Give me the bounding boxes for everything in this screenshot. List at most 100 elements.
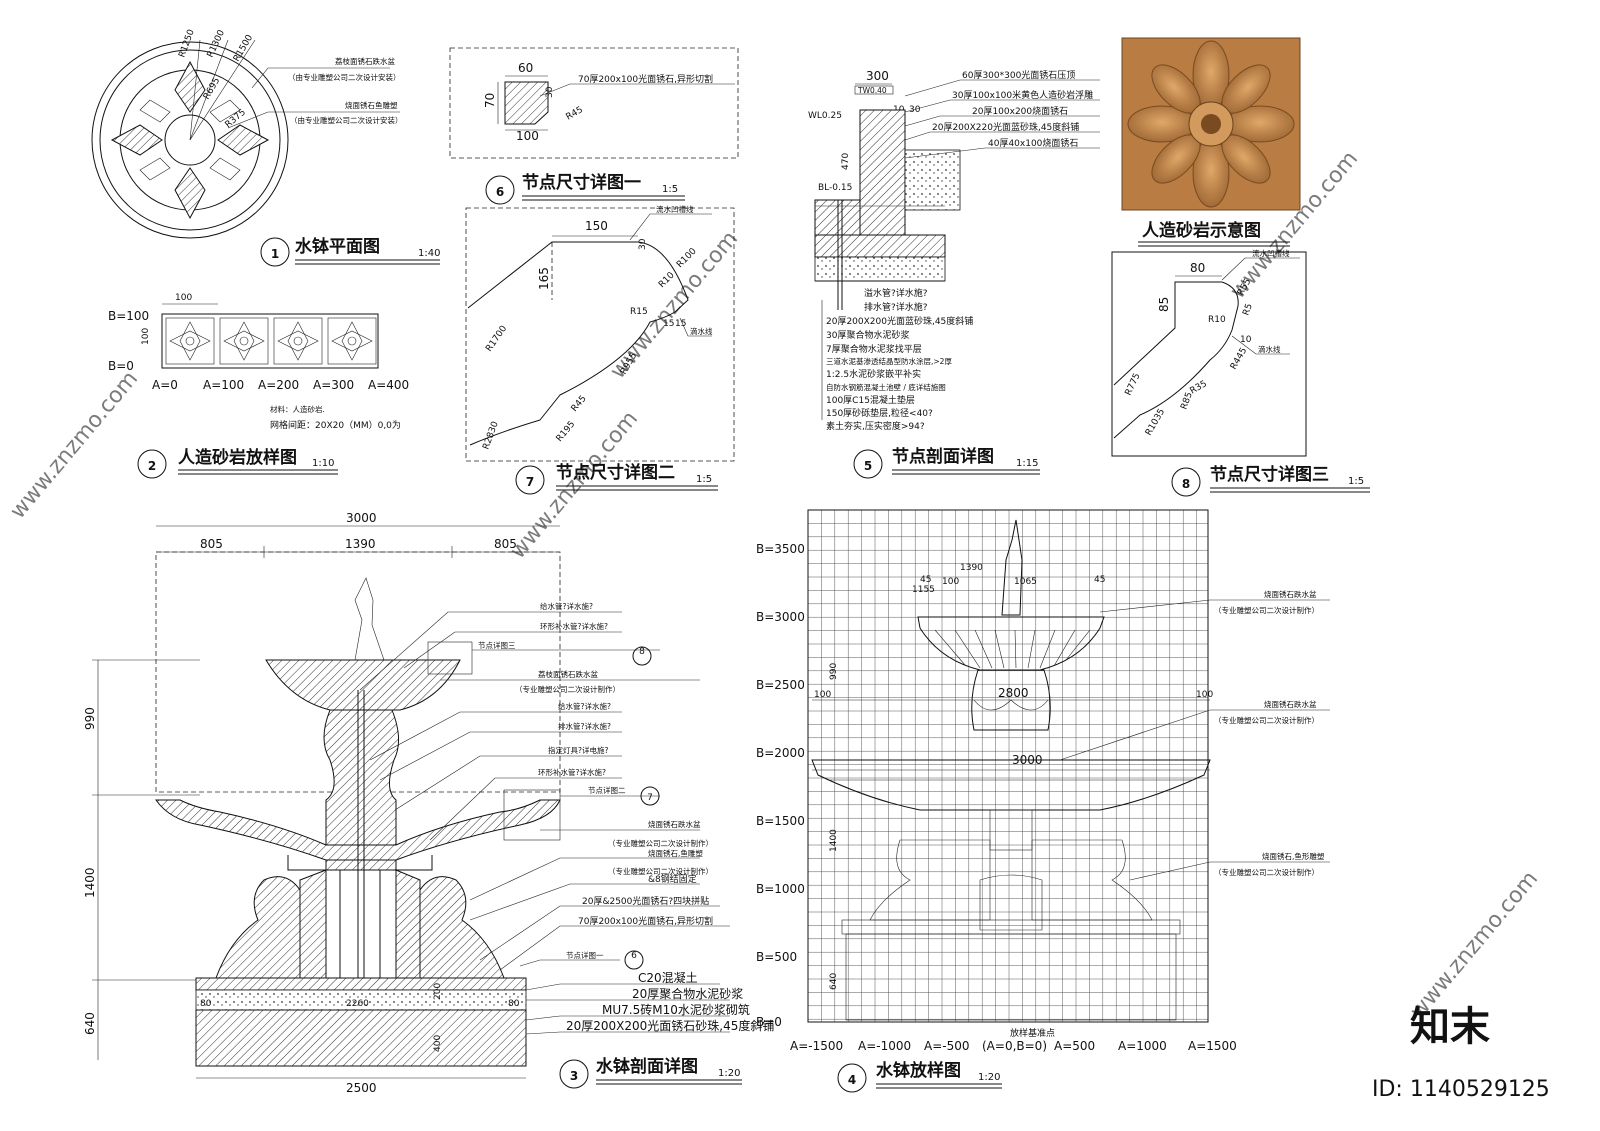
dim-label: 805 <box>200 537 223 551</box>
view-scale: 1:5 <box>1348 476 1364 487</box>
b-label: B=100 <box>108 309 149 323</box>
note: 滴水线 <box>690 326 713 336</box>
origin-label: 放样基准点 <box>1010 1027 1055 1039</box>
view-2-sandstone-layout: 100 B=100 B=0 100 A=0 A=100 A=200 A=300 … <box>108 293 409 479</box>
note: 流水凹槽线 <box>656 204 694 214</box>
dim-label: 2500 <box>346 1081 377 1095</box>
view-title: 水钵剖面详图 <box>596 1056 698 1077</box>
svg-text:1:2.5水泥砂浆嵌平补实: 1:2.5水泥砂浆嵌平补实 <box>826 368 921 380</box>
dim-label: BL-0.15 <box>818 183 852 193</box>
dim-label: 640 <box>83 1012 97 1035</box>
a-label: A=400 <box>368 378 409 392</box>
dim-label: R85 <box>1179 391 1194 411</box>
section-callouts: 给水管?详水施? 环形补水管?详水施? 节点详图三 8 荔枝面锈石跌水盆 （专业… <box>359 601 774 1035</box>
note: 网格间距：20X20（MM）0,0为 <box>270 419 401 431</box>
svg-text:20厚200X220光面蓝砂珠,45度斜铺: 20厚200X220光面蓝砂珠,45度斜铺 <box>932 121 1079 133</box>
dim-label: 1390 <box>345 537 376 551</box>
view-5-title: 5 节点剖面详图 1:15 <box>853 446 1040 479</box>
dim-label: R195 <box>555 420 578 444</box>
dim-label: R45 <box>565 105 585 123</box>
view-title: 水钵放样图 <box>876 1060 961 1081</box>
svg-text:（专业雕塑公司二次设计制作）: （专业雕塑公司二次设计制作） <box>1214 605 1319 615</box>
a-label: A=300 <box>313 378 354 392</box>
svg-text:100: 100 <box>1196 690 1213 700</box>
a-label: A=100 <box>203 378 244 392</box>
svg-text:排水管?详水施?: 排水管?详水施? <box>558 721 611 731</box>
radius-label: R1500 <box>232 33 255 63</box>
svg-text:6: 6 <box>496 185 504 199</box>
plan-note: （由专业雕塑公司二次设计安装） <box>290 115 403 125</box>
svg-text:A=500: A=500 <box>1054 1039 1095 1053</box>
dim-label: 80 <box>200 999 212 1009</box>
a-label: A=0 <box>152 378 178 392</box>
svg-text:烧面锈石,鱼雕塑: 烧面锈石,鱼雕塑 <box>648 848 703 858</box>
svg-text:烧面锈石跌水盆: 烧面锈石跌水盆 <box>1264 699 1317 709</box>
dim-label: 15 <box>675 319 686 329</box>
view-scale: 1:20 <box>718 1068 740 1079</box>
svg-text:C20混凝土: C20混凝土 <box>638 970 698 985</box>
dim-label: 3000 <box>346 511 377 525</box>
svg-text:A=-1000: A=-1000 <box>858 1039 911 1053</box>
sandstone-photo: 人造砂岩示意图 <box>1121 37 1301 247</box>
dim-label: TW0.40 <box>857 86 887 95</box>
view-title: 人造砂岩放样图 <box>178 447 297 468</box>
dim-label: 400 <box>433 1035 443 1052</box>
dim-label: 100 <box>175 293 192 303</box>
fish-sculpture-plan-symbols <box>110 60 270 220</box>
view-scale: 1:20 <box>978 1072 1000 1083</box>
svg-text:7厚聚合物水泥浆找平层: 7厚聚合物水泥浆找平层 <box>826 343 922 355</box>
svg-text:8: 8 <box>1182 477 1190 491</box>
svg-text:1400: 1400 <box>829 829 839 852</box>
svg-text:A=1500: A=1500 <box>1188 1039 1237 1053</box>
note: 滴水线 <box>1258 344 1281 354</box>
view-8-title: 8 节点尺寸详图三 1:5 <box>1171 464 1370 497</box>
view-4-layout-grid: B=3500 B=3000 B=2500 B=2000 B=1500 B=100… <box>756 509 1330 1093</box>
svg-text:（专业雕塑公司二次设计制作）: （专业雕塑公司二次设计制作） <box>515 684 620 694</box>
svg-text:节点详图三: 节点详图三 <box>478 640 516 650</box>
svg-text:30厚100x100米黄色人造砂岩浮雕: 30厚100x100米黄色人造砂岩浮雕 <box>952 89 1093 101</box>
view-title: 水钵平面图 <box>295 236 380 257</box>
asset-id: ID: 1140529125 <box>1372 1077 1550 1102</box>
view-1-plan: R1250 R1300 R1500 R695 R375 荔枝面锈石跌水盆 （由专… <box>91 28 440 267</box>
sandstone-tiles <box>161 313 379 369</box>
view-3-fountain-section: 3000 805 1390 805 990 1400 640 <box>83 511 774 1095</box>
view-6-title: 6 节点尺寸详图一 1:5 <box>485 172 685 205</box>
svg-text:3: 3 <box>570 1069 578 1083</box>
svg-text:100厚C15混凝土垫层: 100厚C15混凝土垫层 <box>826 394 915 406</box>
svg-text:1390: 1390 <box>960 563 983 573</box>
svg-text:B=500: B=500 <box>756 950 797 964</box>
svg-text:www.znzmo.com: www.znzmo.com <box>5 366 143 523</box>
svg-text:70厚200x100光面锈石,异形切割: 70厚200x100光面锈石,异形切割 <box>578 915 713 927</box>
svg-text:节点详图一: 节点详图一 <box>566 950 604 960</box>
svg-text:B=1500: B=1500 <box>756 814 805 828</box>
svg-text:1155: 1155 <box>912 585 935 595</box>
svg-text:给水管?详水施?: 给水管?详水施? <box>540 601 593 611</box>
svg-text:（专业雕塑公司二次设计制作）: （专业雕塑公司二次设计制作） <box>608 866 713 876</box>
svg-text:20厚100x200烧面锈石: 20厚100x200烧面锈石 <box>972 105 1068 117</box>
dim-label: R15 <box>630 307 648 317</box>
dim-label: 165 <box>537 267 551 290</box>
svg-text:5: 5 <box>864 459 872 473</box>
svg-text:B=3000: B=3000 <box>756 610 805 624</box>
svg-text:素土夯实,压实密度>94?: 素土夯实,压实密度>94? <box>826 420 925 432</box>
note: 材料：人造砂岩. <box>270 404 325 414</box>
svg-text:990: 990 <box>829 663 839 680</box>
svg-text:B=3500: B=3500 <box>756 542 805 556</box>
svg-text:A=-1500: A=-1500 <box>790 1039 843 1053</box>
plan-note: （由专业雕塑公司二次设计安装） <box>288 72 401 82</box>
dim-label: 30 <box>909 105 921 115</box>
b-label: B=0 <box>108 359 134 373</box>
svg-text:自防水钢筋混凝土池壁 / 底详结施图: 自防水钢筋混凝土池壁 / 底详结施图 <box>826 382 946 392</box>
dim-label: R45 <box>570 394 589 414</box>
view-7-node-detail-2: 150 30 165 R100 R10 R15 15 15 R1700 R955… <box>465 204 735 495</box>
svg-text:1: 1 <box>271 247 279 261</box>
svg-text:MU7.5砖M10水泥砂浆砌筑: MU7.5砖M10水泥砂浆砌筑 <box>602 1002 750 1017</box>
view-title: 节点尺寸详图三 <box>1210 464 1329 485</box>
dim-label: 150 <box>585 219 608 233</box>
dim-label: 1400 <box>83 867 97 898</box>
svg-text:20厚200X200光面锈石砂珠,45度斜铺: 20厚200X200光面锈石砂珠,45度斜铺 <box>566 1018 774 1033</box>
svg-text:B=2500: B=2500 <box>756 678 805 692</box>
dim-label: 990 <box>83 707 97 730</box>
note: 流水凹槽线 <box>1252 248 1290 258</box>
view-7-title: 7 节点尺寸详图二 1:5 <box>515 462 718 495</box>
